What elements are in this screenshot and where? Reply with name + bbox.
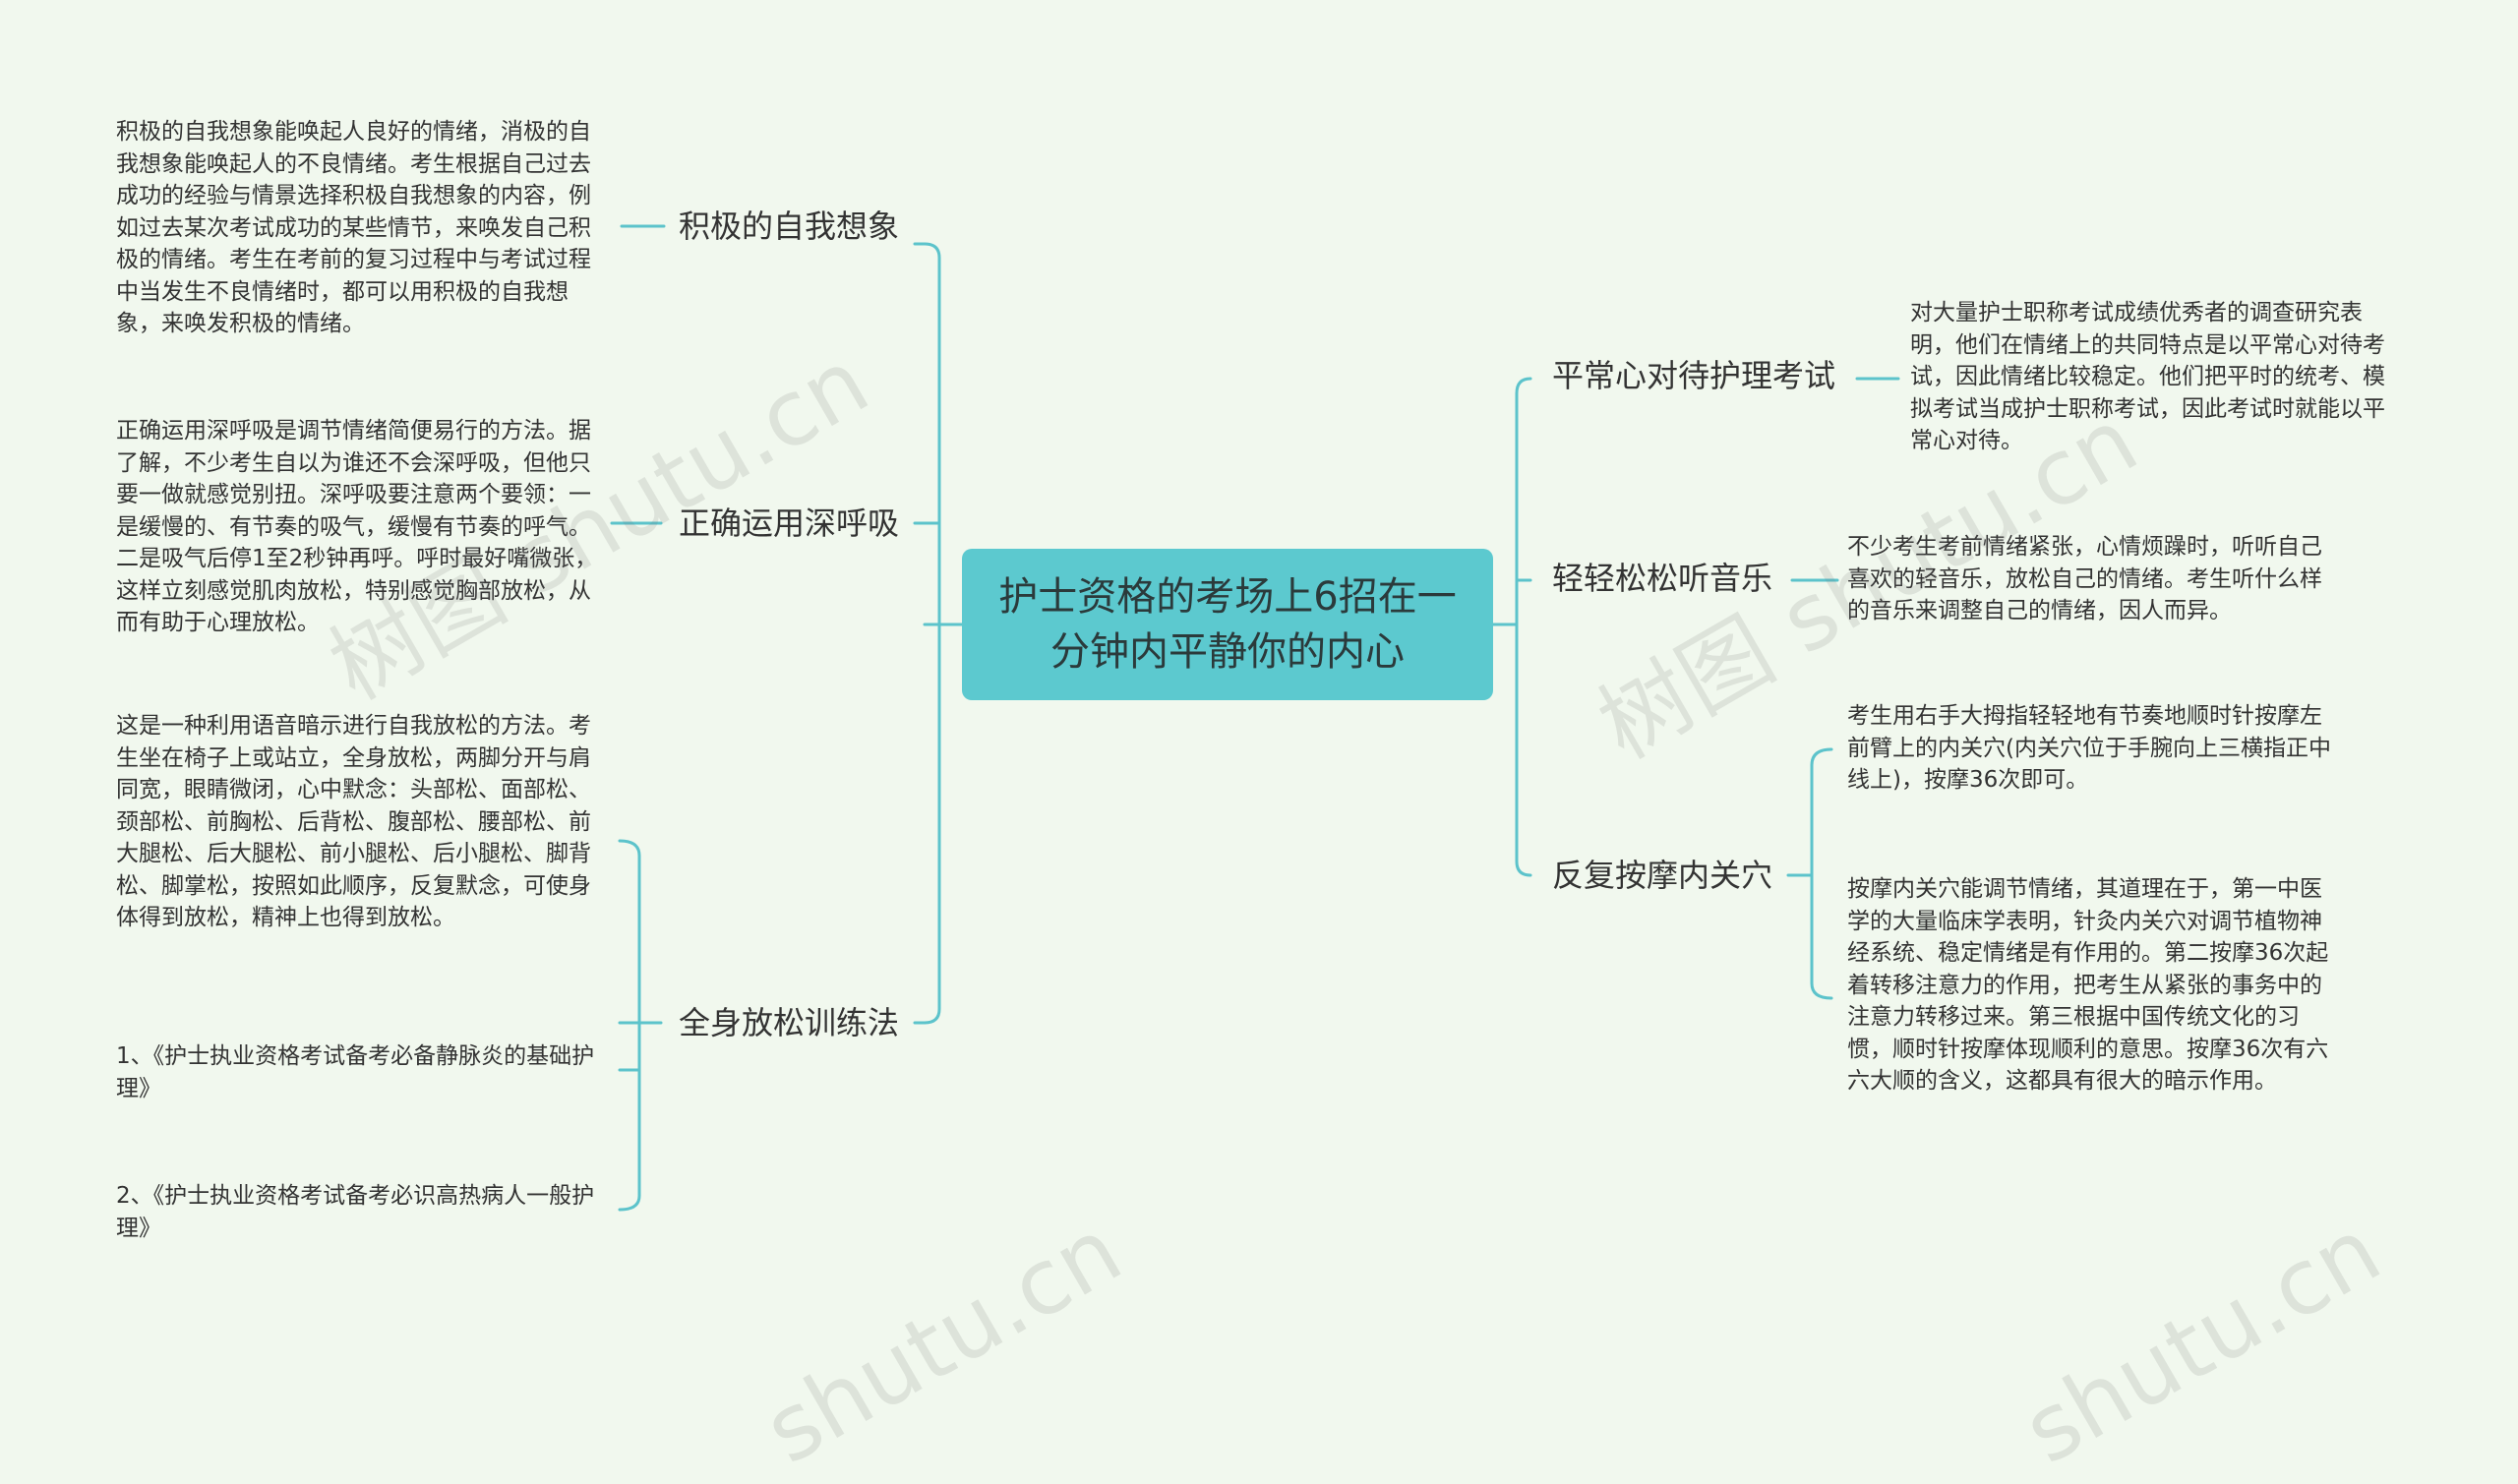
leaf-calm-mind-text: 对大量护士职称考试成绩优秀者的调查研究表明，他们在情绪上的共同特点是以平常心对待… — [1910, 300, 2385, 453]
leaf-relaxation-link-2[interactable]: 2、《护士执业资格考试备考必识高热病人一般护理》 — [116, 1183, 595, 1241]
branch-massage-acupoint[interactable]: 反复按摩内关穴 — [1552, 857, 1773, 894]
branch-listen-music[interactable]: 轻轻松松听音乐 — [1552, 560, 1773, 597]
leaf-massage-reason-text: 按摩内关穴能调节情绪，其道理在于，第一中医学的大量临床学表明，针灸内关穴对调节植… — [1847, 876, 2329, 1094]
leaf-relaxation-text: 这是一种利用语音暗示进行自我放松的方法。考生坐在椅子上或站立，全身放松，两脚分开… — [116, 713, 591, 930]
branch-calm-mind[interactable]: 平常心对待护理考试 — [1552, 357, 1836, 394]
branch-deep-breathing[interactable]: 正确运用深呼吸 — [679, 505, 900, 542]
leaf-deep-breathing-text: 正确运用深呼吸是调节情绪简便易行的方法。据了解，不少考生自以为谁还不会深呼吸，但… — [116, 418, 598, 635]
branch-full-body-relaxation[interactable]: 全身放松训练法 — [679, 1004, 900, 1041]
branch-positive-imagination[interactable]: 积极的自我想象 — [679, 208, 900, 245]
leaf-massage-method-text: 考生用右手大拇指轻轻地有节奏地顺时针按摩左前臂上的内关穴(内关穴位于手腕向上三横… — [1847, 703, 2331, 793]
connector-lines — [610, 224, 1900, 1212]
leaf-positive-imagination-text: 积极的自我想象能唤起人良好的情绪，消极的自我想象能唤起人的不良情绪。考生根据自己… — [116, 119, 591, 336]
root-topic[interactable]: 护士资格的考场上6招在一分钟内平静你的内心 — [962, 549, 1493, 700]
mind-map-canvas: 护士资格的考场上6招在一分钟内平静你的内心 积极的自我想象 正确运用深呼吸 全身… — [116, 119, 2397, 1484]
leaf-music-text: 不少考生考前情绪紧张，心情烦躁时，听听自己喜欢的轻音乐，放松自己的情绪。考生听什… — [1847, 534, 2322, 623]
leaf-relaxation-link-1[interactable]: 1、《护士执业资格考试备考必备静脉炎的基础护理》 — [116, 1043, 595, 1101]
